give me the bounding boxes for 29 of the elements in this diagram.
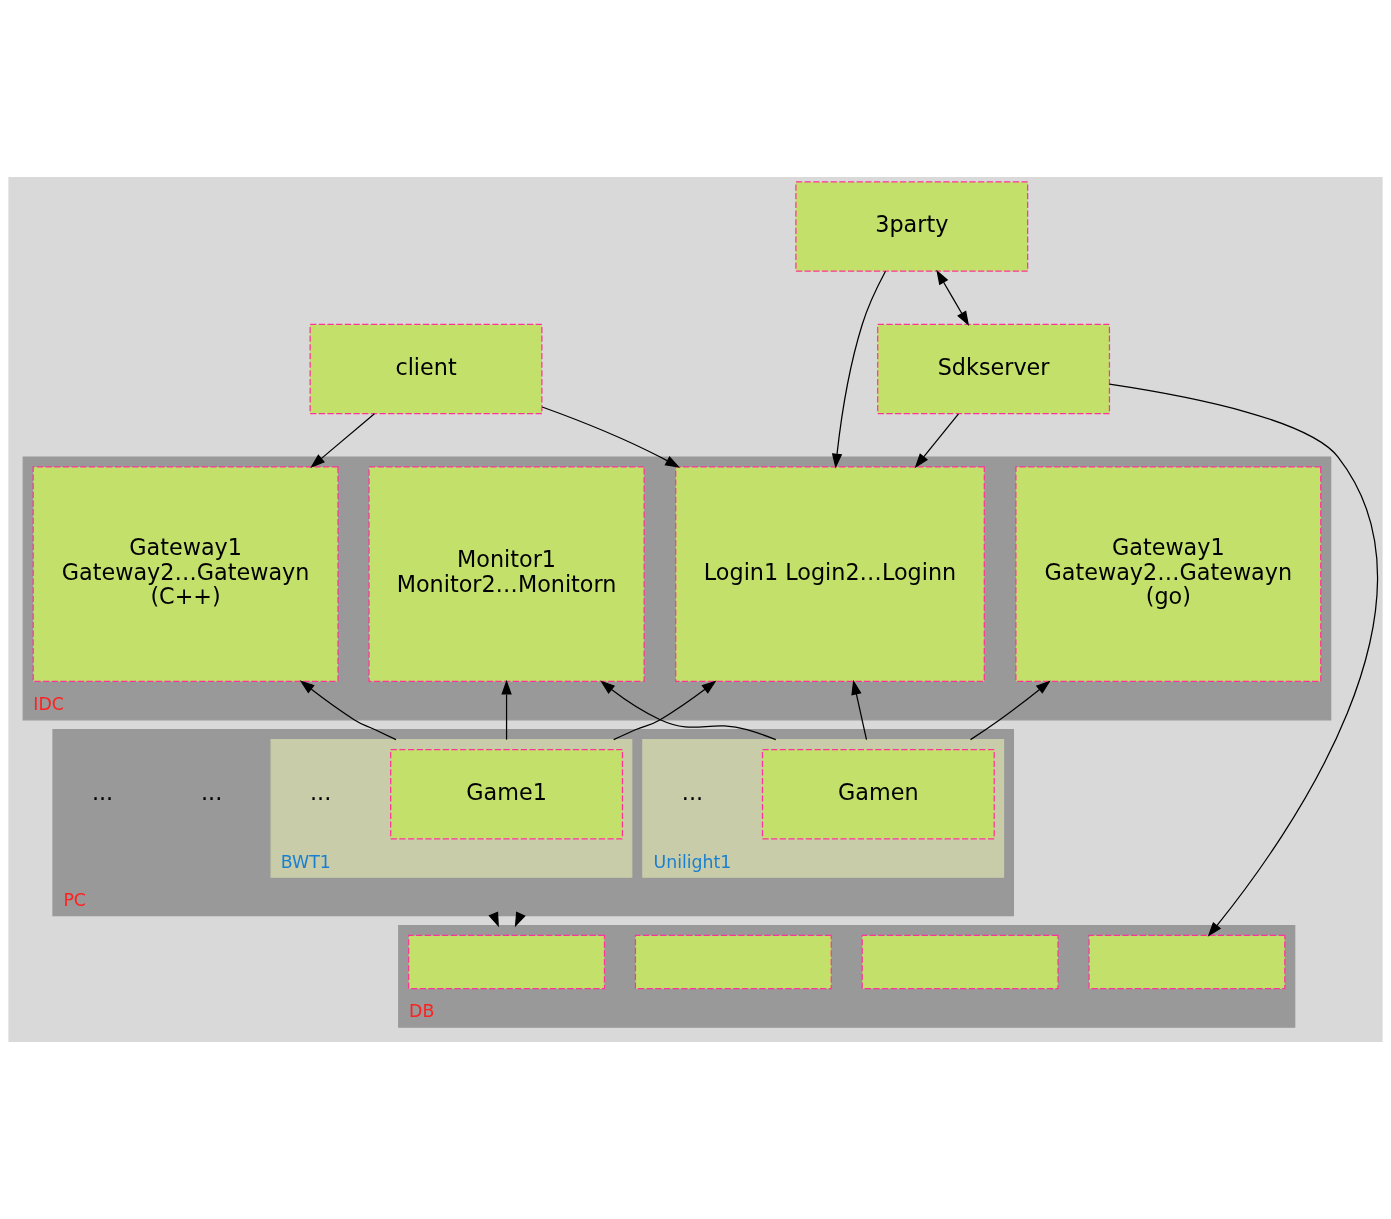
node-box: Gateway1 Gateway2…Gatewayn (go) <box>1015 466 1322 682</box>
arrow <box>310 413 376 468</box>
arrow <box>541 406 681 468</box>
arrow <box>613 680 717 741</box>
arrow <box>600 680 777 741</box>
node-box: Game1 <box>390 748 624 840</box>
node-box <box>861 934 1059 990</box>
node-box <box>634 934 832 990</box>
node-box <box>1088 934 1286 990</box>
arrow <box>1108 383 1379 937</box>
node-box: 3party <box>795 181 1029 272</box>
node-box: Sdkserver <box>877 323 1111 415</box>
node-box: Monitor1 Monitor2…Monitorn <box>368 466 645 682</box>
node-box: client <box>309 323 543 415</box>
arrow <box>501 679 512 741</box>
arrow <box>936 269 970 326</box>
label: ... <box>681 778 704 805</box>
arrow <box>299 680 397 741</box>
label: ... <box>200 778 223 805</box>
label: ... <box>91 778 114 805</box>
label: ... <box>310 778 332 805</box>
arrow <box>969 680 1051 741</box>
node-box <box>408 934 606 990</box>
node-box: Login1 Login2…Loginn <box>675 466 985 682</box>
node-box: Gamen <box>761 748 995 840</box>
arrow <box>831 270 887 469</box>
arrow <box>851 679 868 741</box>
arrow <box>914 413 960 469</box>
node-box: Gateway1 Gateway2…Gatewayn (C++) <box>32 466 339 682</box>
